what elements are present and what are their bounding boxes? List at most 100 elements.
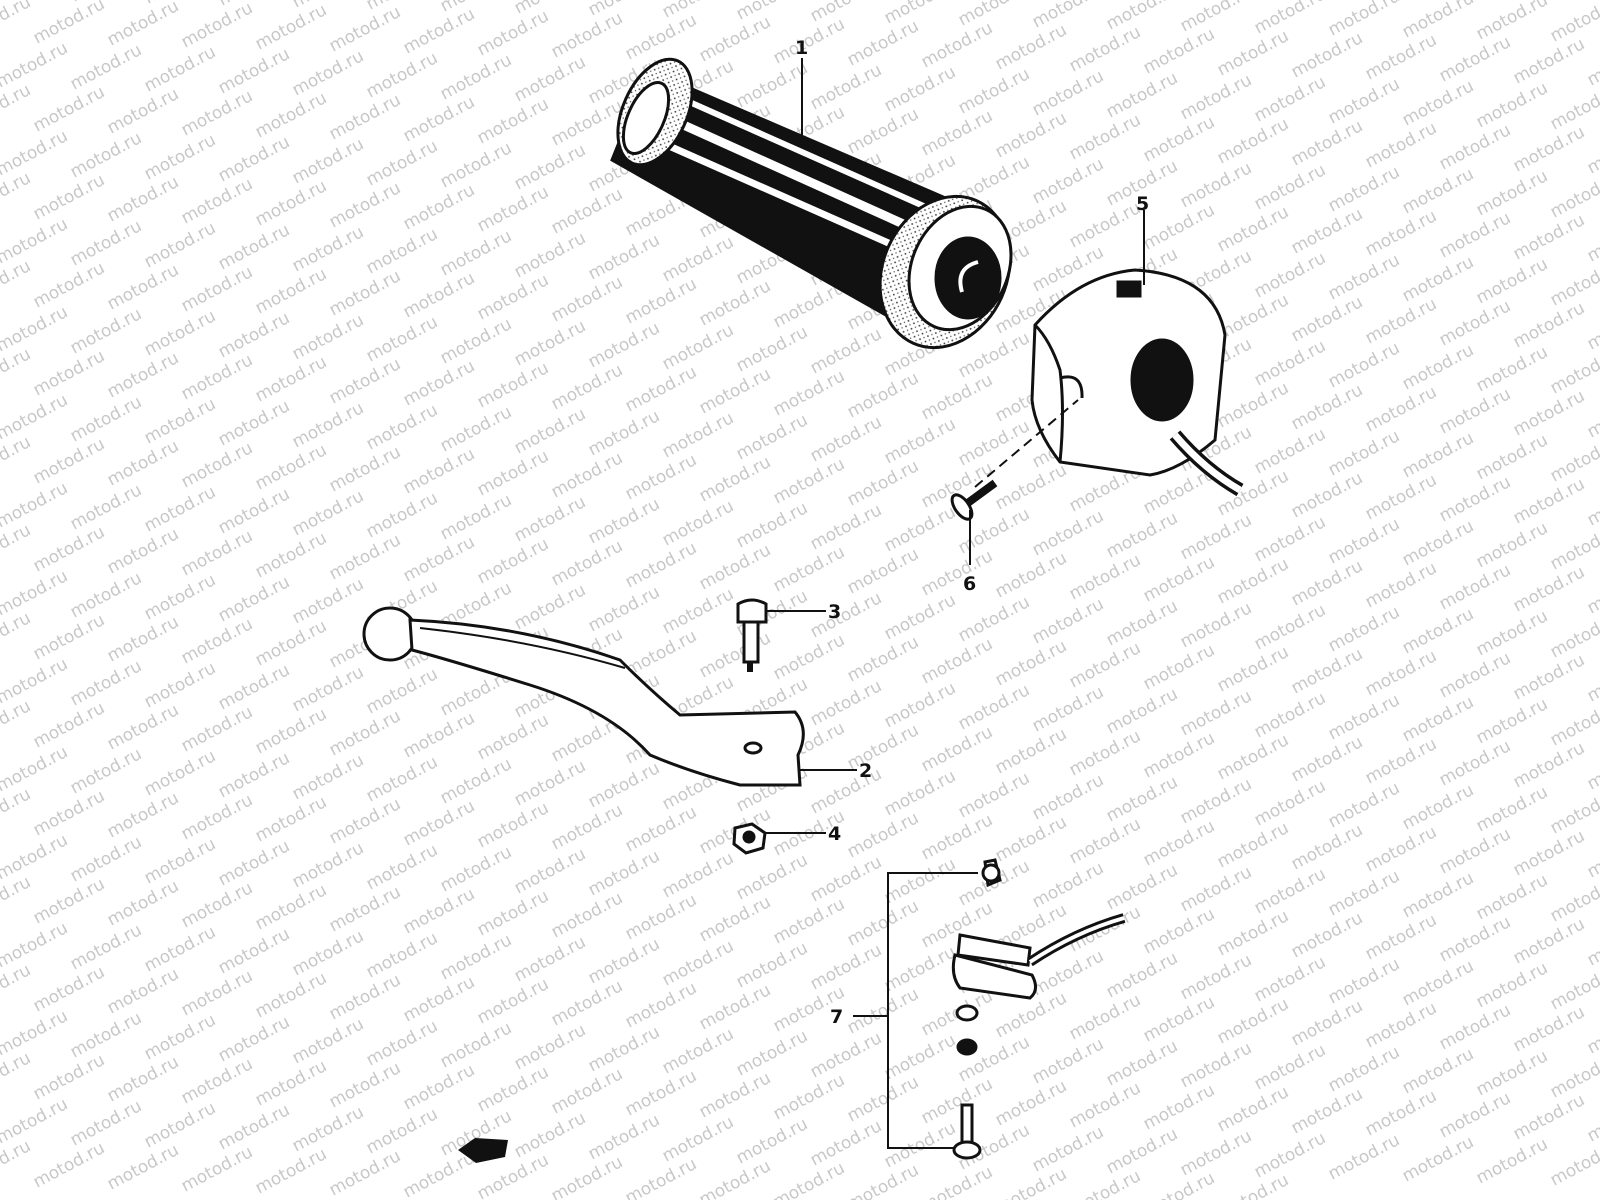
watermark-text: motod.ru (104, 348, 182, 402)
watermark-text: motod.ru (1140, 200, 1218, 254)
watermark-text: motod.ru (1510, 738, 1588, 792)
watermark-text: motod.ru (67, 40, 145, 94)
watermark-text: motod.ru (178, 790, 256, 844)
watermark-text: motod.ru (400, 4, 478, 58)
watermark-text: motod.ru (215, 1012, 293, 1066)
watermark-text: motod.ru (178, 1054, 256, 1108)
watermark-text: motod.ru (992, 20, 1070, 74)
watermark-text: motod.ru (881, 414, 959, 468)
nut-part (732, 822, 767, 855)
watermark-text: motod.ru (955, 0, 1033, 30)
watermark-text: motod.ru (326, 882, 404, 936)
watermark-text: motod.ru (1362, 822, 1440, 876)
watermark-text: motod.ru (1140, 728, 1218, 782)
watermark-text: motod.ru (0, 126, 71, 180)
watermark-text: motod.ru (770, 630, 848, 684)
watermark-text: motod.ru (363, 400, 441, 454)
callout-1: 1 (795, 37, 808, 59)
watermark-text: motod.ru (326, 354, 404, 408)
watermark-text: motod.ru (400, 532, 478, 586)
watermark-text: motod.ru (141, 42, 219, 96)
watermark-text: motod.ru (918, 18, 996, 72)
watermark-text: motod.ru (1362, 646, 1440, 700)
watermark-text: motod.ru (1140, 1080, 1218, 1134)
watermark-text: motod.ru (474, 182, 552, 236)
watermark-text: motod.ru (1029, 594, 1107, 648)
watermark-text: motod.ru (1103, 948, 1181, 1002)
watermark-text: motod.ru (1288, 996, 1366, 1050)
watermark-text: motod.ru (1584, 740, 1600, 794)
watermark-text: motod.ru (0, 0, 34, 46)
watermark-text: motod.ru (807, 500, 885, 554)
watermark-text: motod.ru (1251, 688, 1329, 742)
watermark-text: motod.ru (1288, 908, 1366, 962)
watermark-text: motod.ru (326, 1058, 404, 1112)
watermark-text: motod.ru (511, 52, 589, 106)
watermark-text: motod.ru (104, 964, 182, 1018)
watermark-text: motod.ru (1029, 0, 1107, 32)
watermark-text: motod.ru (1251, 512, 1329, 566)
watermark-text: motod.ru (696, 12, 774, 66)
watermark-text: motod.ru (1029, 154, 1107, 208)
watermark-text: motod.ru (807, 412, 885, 466)
watermark-text: motod.ru (1177, 0, 1255, 36)
watermark-text: motod.ru (215, 484, 293, 538)
watermark-text: motod.ru (1436, 208, 1514, 262)
watermark-text: motod.ru (1140, 904, 1218, 958)
watermark-text: motod.ru (141, 658, 219, 712)
watermark-text: motod.ru (474, 446, 552, 500)
watermark-text: motod.ru (1251, 248, 1329, 302)
watermark-text: motod.ru (1325, 954, 1403, 1008)
watermark-text: motod.ru (1325, 162, 1403, 216)
watermark-text: motod.ru (1251, 424, 1329, 478)
watermark-text: motod.ru (844, 1072, 922, 1126)
watermark-text: motod.ru (696, 364, 774, 418)
watermark-text: motod.ru (955, 64, 1033, 118)
watermark-text: motod.ru (363, 928, 441, 982)
watermark-text: motod.ru (1140, 24, 1218, 78)
watermark-text: motod.ru (1399, 0, 1477, 42)
watermark-text: motod.ru (1140, 640, 1218, 694)
watermark-text: motod.ru (881, 590, 959, 644)
watermark-text: motod.ru (1177, 774, 1255, 828)
watermark-text: motod.ru (548, 272, 626, 326)
watermark-text: motod.ru (1510, 650, 1588, 704)
watermark-text: motod.ru (30, 258, 108, 312)
watermark-text: motod.ru (67, 128, 145, 182)
watermark-text: motod.ru (844, 632, 922, 686)
watermark-text: motod.ru (659, 232, 737, 286)
watermark-text: motod.ru (141, 1098, 219, 1152)
watermark-text: motod.ru (1177, 158, 1255, 212)
watermark-text: motod.ru (326, 706, 404, 760)
watermark-text: motod.ru (363, 312, 441, 366)
watermark-text: motod.ru (548, 96, 626, 150)
watermark-text: motod.ru (1214, 906, 1292, 960)
watermark-text: motod.ru (733, 1114, 811, 1168)
watermark-text: motod.ru (992, 548, 1070, 602)
watermark-text: motod.ru (844, 808, 922, 862)
watermark-text: motod.ru (67, 1096, 145, 1150)
watermark-text: motod.ru (1584, 124, 1600, 178)
watermark-text: motod.ru (1325, 1130, 1403, 1184)
watermark-text: motod.ru (696, 1156, 774, 1200)
watermark-text: motod.ru (1251, 776, 1329, 830)
watermark-text: motod.ru (548, 184, 626, 238)
watermark-text: motod.ru (733, 410, 811, 464)
watermark-text: motod.ru (1584, 564, 1600, 618)
watermark-text: motod.ru (1066, 110, 1144, 164)
watermark-text: motod.ru (807, 324, 885, 378)
watermark-text: motod.ru (585, 758, 663, 812)
watermark-text: motod.ru (918, 106, 996, 160)
watermark-text: motod.ru (400, 180, 478, 234)
watermark-text: motod.ru (733, 0, 811, 24)
watermark-text: motod.ru (548, 536, 626, 590)
watermark-text: motod.ru (363, 48, 441, 102)
watermark-text: motod.ru (1288, 28, 1366, 82)
watermark-text: motod.ru (1214, 114, 1292, 168)
watermark-text: motod.ru (955, 768, 1033, 822)
watermark-text: motod.ru (437, 402, 515, 456)
watermark-text: motod.ru (178, 614, 256, 668)
watermark-text: motod.ru (437, 50, 515, 104)
watermark-text: motod.ru (215, 748, 293, 802)
watermark-text: motod.ru (30, 346, 108, 400)
